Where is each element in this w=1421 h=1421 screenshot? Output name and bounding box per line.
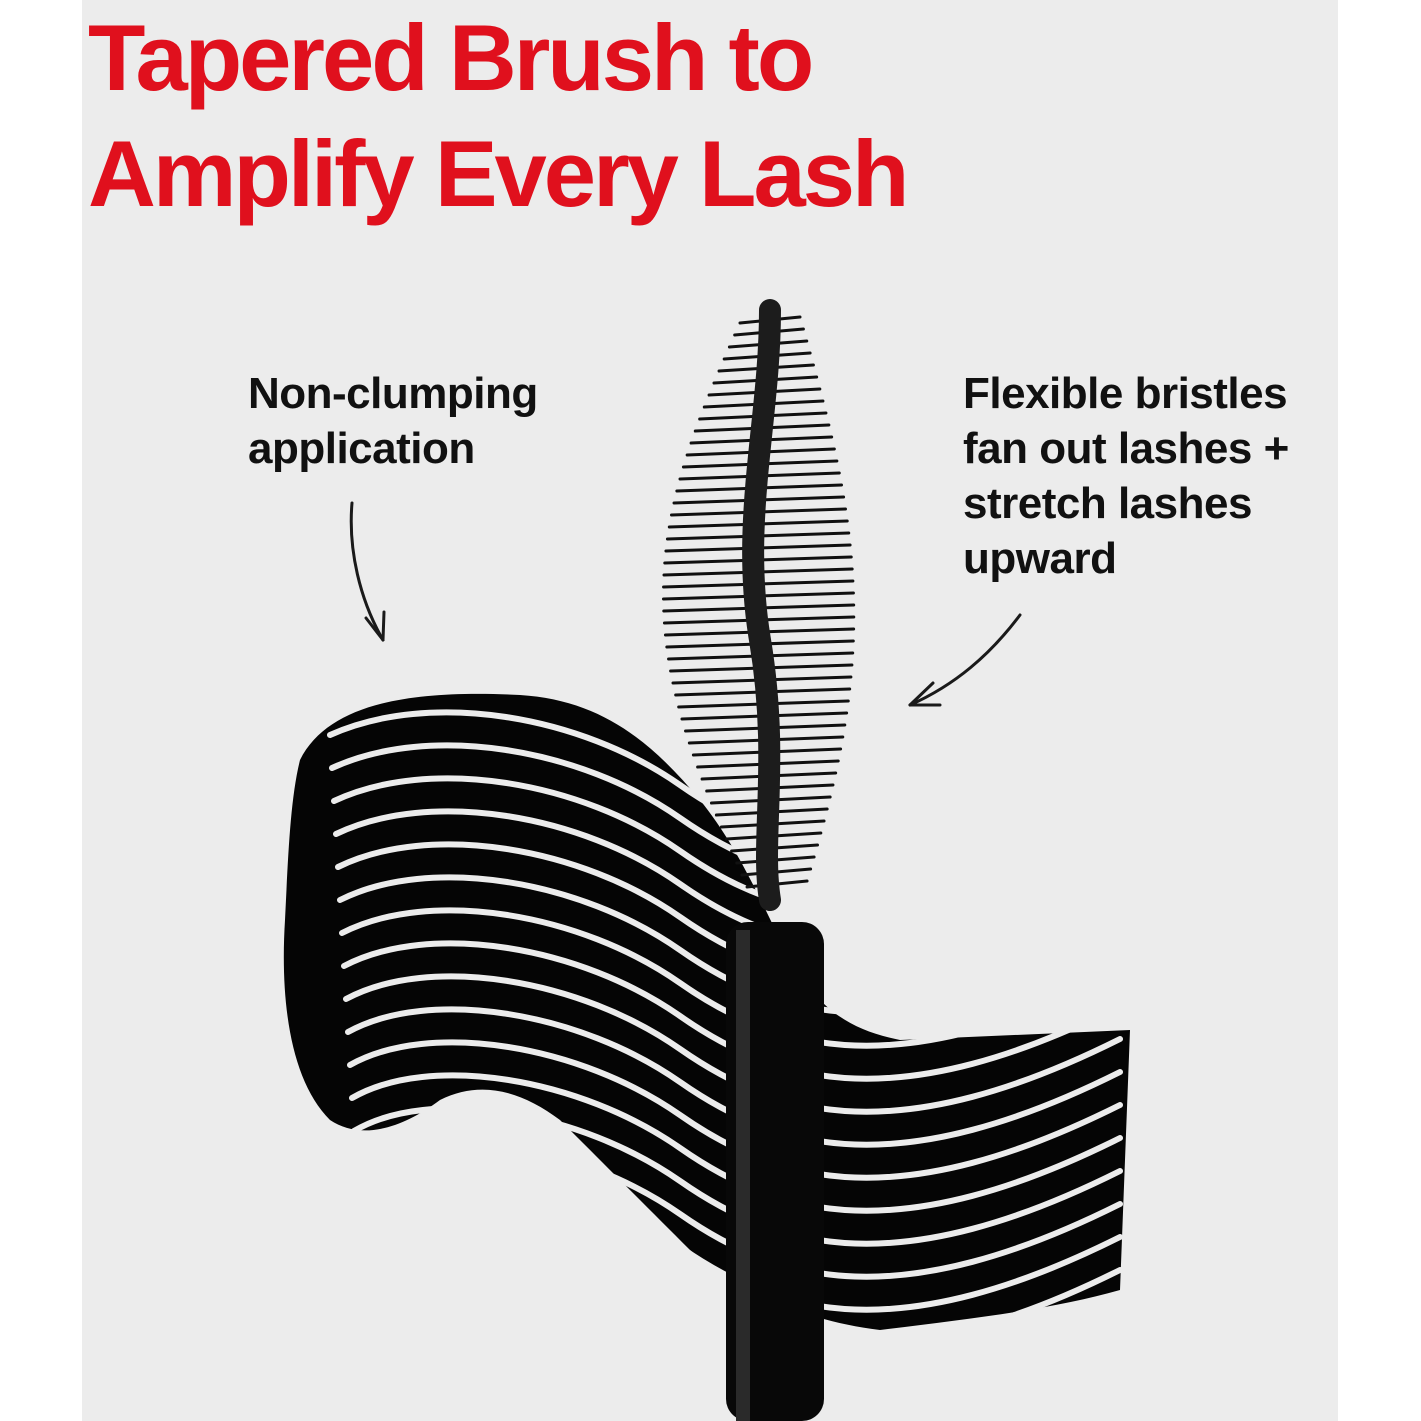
curved-arrow-icon [349,501,386,642]
mascara-wand-icon [661,299,856,1421]
swatch-streak [341,940,1123,1082]
swatch-streak [331,775,1123,917]
swatch-streak [337,874,1123,1016]
swatch-streak [329,742,1123,884]
page-title: Tapered Brush to Amplify Every Lash [88,0,909,232]
non-clumping-callout: Non-clumping application [248,366,538,476]
swatch-streak [353,1138,1123,1280]
swatch-streak [345,1006,1123,1148]
swatch-streak [333,808,1123,950]
swatch-streak [347,1039,1123,1181]
callout-line: stretch lashes [963,479,1252,528]
swatch-streak [335,841,1123,983]
swatch-streak [355,1171,1123,1313]
mascara-swatch [283,693,1130,1346]
callout-line: Flexible bristles [963,369,1288,418]
flexible-bristles-callout: Flexible bristles fan out lashes + stret… [963,366,1289,586]
page-title-line-2: Amplify Every Lash [88,121,909,226]
callout-line: fan out lashes + [963,424,1289,473]
swatch-streak [339,907,1123,1049]
callout-line: upward [963,534,1117,583]
swatch-streak [343,973,1123,1115]
swatch-streak [349,1072,1123,1214]
callout-line: Non-clumping [248,369,538,418]
curved-arrow-icon [908,613,1022,707]
callout-line: application [248,424,475,473]
swatch-streak [327,709,1123,851]
page-title-line-1: Tapered Brush to [88,5,814,110]
swatch-streak [351,1105,1123,1247]
swatch-streak [357,1204,1123,1346]
